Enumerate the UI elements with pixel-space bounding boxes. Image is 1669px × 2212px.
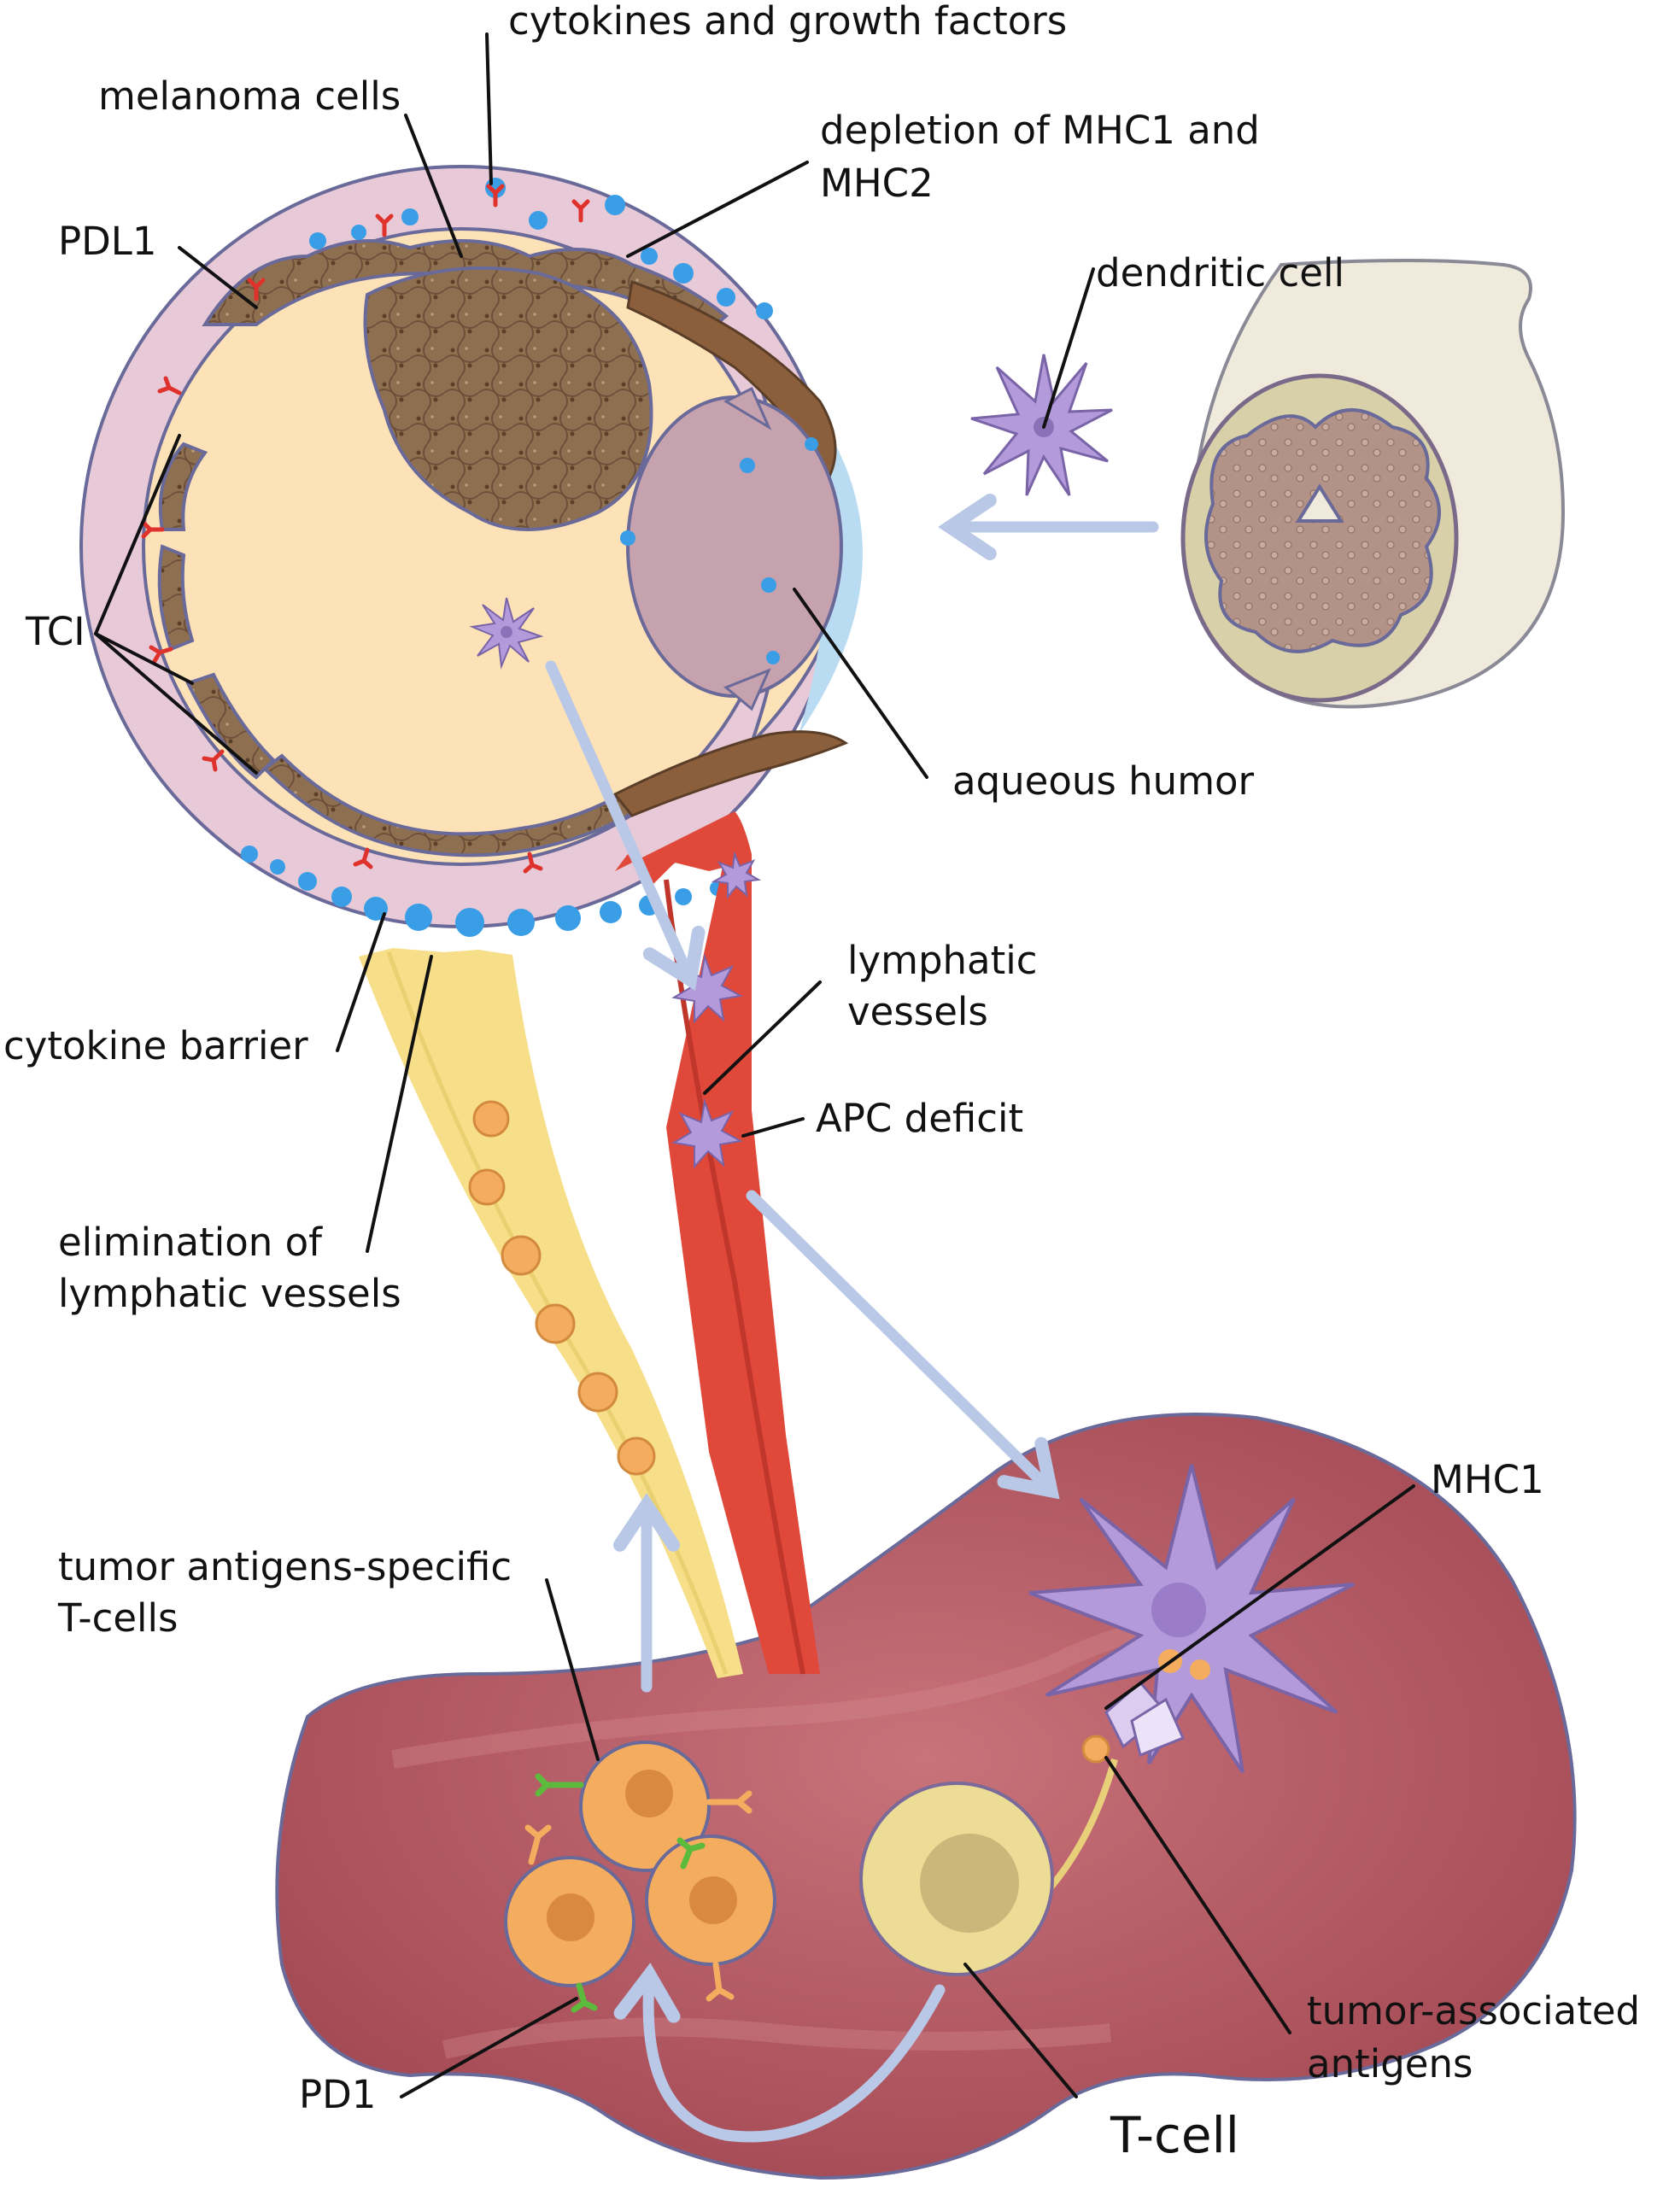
vessel-t-cells: [468, 1100, 656, 1476]
cytokine-barrier: [241, 846, 752, 937]
label-tumor-specific-2: T-cells: [57, 1595, 178, 1641]
cytokine-dots: [309, 178, 818, 664]
label-depletion-1: depletion of MHC1 and: [820, 108, 1260, 153]
label-tcell: T-cell: [1110, 2106, 1239, 2164]
label-aqueous: aqueous humor: [952, 758, 1255, 804]
label-depletion-2: MHC2: [820, 161, 934, 206]
label-pd1: PD1: [299, 2072, 376, 2117]
label-lymphatic-2: vessels: [847, 989, 988, 1034]
iris-top: [723, 386, 772, 430]
label-tumor-assoc-2: antigens: [1307, 2041, 1473, 2086]
melanoma-layer: [157, 239, 849, 857]
t-cell: [859, 1782, 1054, 1976]
eye-cross-section: [79, 165, 863, 928]
t-cell-receptors: [524, 1790, 753, 2002]
ciliary-body-bottom: [612, 730, 849, 817]
melanoma-mass: [363, 266, 653, 531]
label-melanoma: melanoma cells: [98, 73, 401, 119]
label-pdl1: PDL1: [58, 219, 157, 264]
label-elimination-1: elimination of: [58, 1220, 323, 1265]
arrow-recirculation: [613, 1963, 946, 2143]
dendritic-cell-eye: [469, 597, 544, 670]
label-cytokine-barrier: cytokine barrier: [3, 1023, 308, 1068]
label-apc-deficit: APC deficit: [816, 1096, 1023, 1141]
leader-lines: [94, 32, 1415, 2098]
label-tci: TCI: [25, 609, 85, 654]
dendritic-cell-node: [1028, 1464, 1355, 1774]
optic-nerve: [1180, 259, 1566, 709]
label-tumor-assoc-1: tumor-associated: [1307, 1988, 1640, 2034]
pdl1-receptors: [141, 184, 590, 874]
tcr-link: [1047, 1735, 1118, 1890]
label-mhc1: MHC1: [1431, 1457, 1544, 1502]
label-elimination-2: lymphatic vessels: [58, 1271, 401, 1316]
label-tumor-specific-1: tumor antigens-specific: [58, 1544, 512, 1589]
label-lymphatic-1: lymphatic: [847, 938, 1038, 983]
label-cytokines: cytokines and growth factors: [508, 0, 1067, 44]
arrow-vessel-to-node: [746, 1190, 1060, 1500]
dendritic-cell: [970, 354, 1113, 496]
labels: cytokines and growth factors melanoma ce…: [3, 0, 1640, 2164]
pd1-receptors: [535, 1773, 706, 2013]
iris-bottom: [723, 668, 771, 711]
tumor-specific-t-cells: [504, 1741, 776, 1987]
arrow-eye-to-vessel: [545, 660, 706, 991]
blood-vessel: [615, 811, 820, 1674]
label-dendritic: dendritic cell: [1096, 250, 1344, 296]
